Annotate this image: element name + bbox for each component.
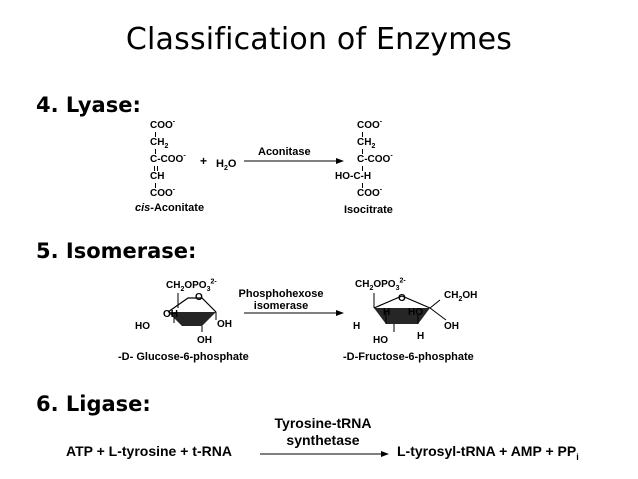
fructose-ring-oxygen: O [398,293,406,304]
atom-c-coo: C-COO- [150,152,186,165]
fructose-ch2oh: CH2OH [444,290,478,304]
fructose-h-2: H [353,321,361,332]
atom-coo-top: COO- [150,118,176,131]
atom-c-coo: C-COO- [357,152,393,165]
plus-sign: + [200,154,208,168]
enzyme-aconitase: Aconitase [258,146,311,158]
label-cis-aconitate: cis-Aconitate [135,202,205,214]
slide-title: Classification of Enzymes [125,22,513,57]
glucose-ho: HO [135,321,150,332]
fructose-ho-1: HO [408,307,423,318]
label-fructose-6-phosphate: -D-Fructose-6-phosphate [343,351,474,363]
fructose-ho-2: HO [373,335,388,346]
reaction-arrow-ligase [260,451,389,457]
glucose-ch2opo3: CH2OPO32- [166,278,217,293]
water-molecule: H2O [216,158,237,173]
atom-coo-bottom: COO- [357,186,383,199]
glucose-ring-oxygen: O [195,292,203,303]
fructose-h-3: H [417,331,425,342]
atom-ch2: CH2 [150,137,169,151]
fructose-ch2opo3: CH2OPO32- [355,277,406,292]
glucose-ring [167,293,217,332]
atom-ho-c-h: HO-C-H [335,171,372,182]
label-glucose-6-phosphate: -D- Glucose-6-phosphate [118,351,249,363]
atom-ch2: CH2 [357,137,376,151]
glucose-oh-3: OH [197,335,212,346]
reaction-arrow-lyase [244,158,344,164]
glucose-oh-1: OH [163,309,178,320]
ligase-reactants: ATP + L-tyrosine + t-RNA [66,443,232,459]
fructose-oh: OH [444,321,459,332]
heading-lyase: 4. Lyase: [36,93,141,117]
atom-coo-bottom: COO- [150,186,176,199]
heading-ligase: 6. Ligase: [36,392,151,416]
label-isocitrate: Isocitrate [344,204,393,216]
glucose-oh-2: OH [217,319,232,330]
heading-isomerase: 5. Isomerase: [36,239,197,263]
ligase-products: L-tyrosyl-tRNA + AMP + PPi [397,443,579,462]
atom-coo-top: COO- [357,118,383,131]
fructose-h-1: H [383,307,391,318]
fructose-ring [373,293,447,332]
reaction-arrow-isomerase [244,310,344,316]
atom-ch: CH [150,171,165,182]
